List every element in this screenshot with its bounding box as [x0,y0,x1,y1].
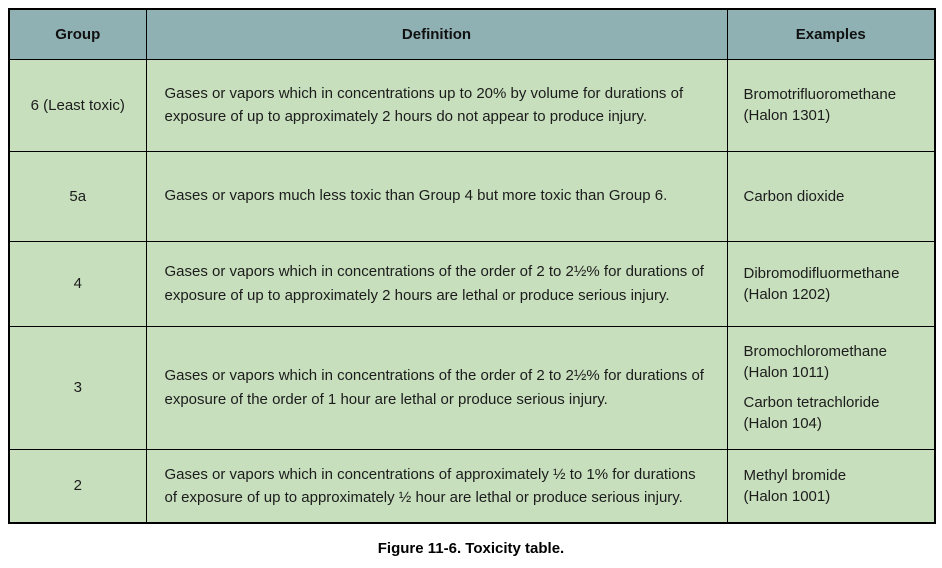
example-line: Bromochloromethane [743,343,887,360]
examples-cell: Dibromodifluormethane (Halon 1202) [726,240,936,327]
group-cell: 5a [8,150,147,242]
example-item: Carbon tetrachloride (Halon 104) [744,392,927,434]
definition-cell: Gases or vapors much less toxic than Gro… [145,150,728,242]
example-line: (Halon 1011) [743,364,830,381]
example-line: Dibromodifluormethane [743,264,900,282]
toxicity-table: Group Definition Examples 6 (Least toxic… [8,8,936,524]
column-header-group: Group [8,8,147,60]
examples-cell: Methyl bromide (Halon 1001) [726,448,936,524]
example-line: (Halon 104) [743,415,822,432]
group-cell: 4 [8,240,147,327]
header-row: Group Definition Examples [8,8,936,60]
group-cell: 6 (Least toxic) [8,58,147,152]
group-cell: 2 [8,448,147,524]
examples-cell: Bromotrifluoromethane (Halon 1301) [726,58,936,152]
column-header-definition: Definition [145,8,728,60]
example-line: Bromotrifluoromethane [743,86,897,103]
example-line: (Halon 1001) [743,487,831,505]
example-line: (Halon 1202) [743,285,831,303]
column-header-examples: Examples [726,8,936,60]
table-row: 6 (Least toxic)Gases or vapors which in … [8,58,936,152]
example-line: Carbon dioxide [743,187,845,205]
definition-cell: Gases or vapors which in concentrations … [145,240,728,327]
examples-cell: Carbon dioxide [726,150,936,242]
group-cell: 3 [8,325,147,450]
example-item: Bromochloromethane (Halon 1011) [744,341,927,383]
example-line: Methyl bromide [743,466,847,484]
example-item: Methyl bromide (Halon 1001) [744,465,927,507]
example-line: Carbon tetrachloride [743,394,880,411]
figure-caption: Figure 11-6. Toxicity table. [377,540,565,557]
definition-cell: Gases or vapors which in concentrations … [145,448,728,524]
example-item: Dibromodifluormethane (Halon 1202) [744,263,927,305]
examples-cell: Bromochloromethane (Halon 1011) Carbon tet… [726,325,936,450]
example-line: (Halon 1301) [743,107,831,124]
example-item: Bromotrifluoromethane (Halon 1301) [744,84,927,126]
definition-cell: Gases or vapors which in concentrations … [145,325,728,450]
example-item: Carbon dioxide [744,186,927,207]
definition-cell: Gases or vapors which in concentrations … [145,58,728,152]
